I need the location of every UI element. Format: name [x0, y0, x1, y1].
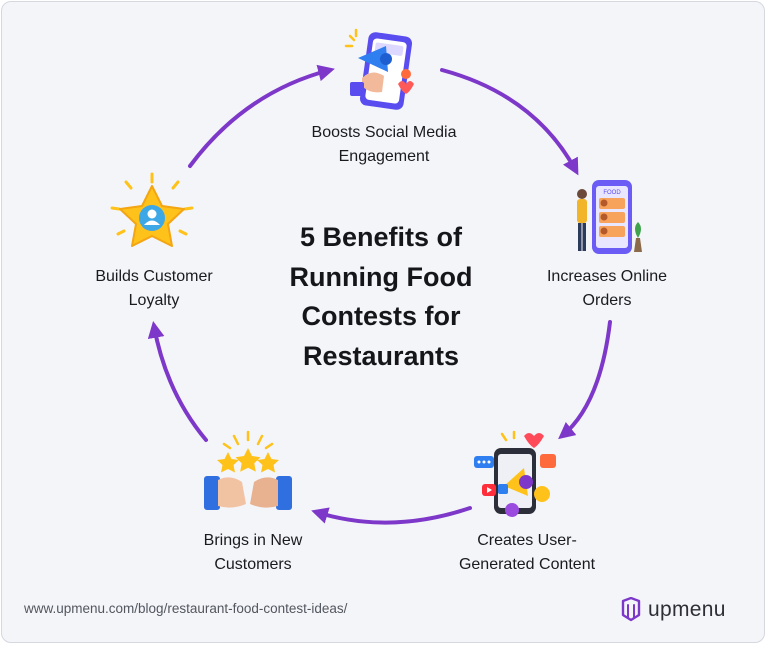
label-line: Engagement	[338, 148, 430, 165]
label-line: Creates User-	[477, 532, 577, 549]
arrow-content-to-customers	[311, 506, 472, 525]
title-line: 5 Benefits of	[299, 222, 463, 252]
benefit-label-customer-loyalty: Builds Customer Loyalty	[76, 265, 232, 313]
megaphone-content-icon	[474, 430, 556, 517]
arrow-customers-to-loyalty	[147, 321, 208, 442]
benefit-label-new-customers: Brings in New Customers	[168, 529, 338, 577]
label-line: Generated Content	[458, 556, 596, 573]
star-rating-hands-icon	[204, 430, 292, 510]
label-line: Builds Customer	[95, 268, 213, 285]
social-media-phone-icon	[344, 28, 414, 110]
upmenu-logo-icon	[621, 597, 641, 622]
brand-name: upmenu	[648, 598, 726, 621]
star-badge-user-icon	[110, 172, 194, 247]
title-line: Restaurants	[302, 340, 460, 371]
brand-logo: upmenu	[620, 596, 726, 624]
label-line: Orders	[582, 292, 632, 309]
arrow-orders-to-content	[558, 320, 612, 440]
benefit-label-user-generated-content: Creates User- Generated Content	[432, 529, 622, 577]
benefit-label-online-orders: Increases Online Orders	[527, 265, 687, 313]
label-line: Boosts Social Media	[311, 124, 457, 141]
arrow-social-to-orders	[440, 68, 579, 176]
label-line: Customers	[214, 556, 292, 573]
title-line: Running Food	[289, 261, 473, 292]
title-line: Contests for	[301, 301, 461, 331]
svg-text:FOOD: FOOD	[603, 190, 621, 196]
online-food-order-icon: FOOD	[577, 180, 642, 254]
source-url: www.upmenu.com/blog/restaurant-food-cont…	[24, 601, 348, 616]
page-title: 5 Benefits of Running Food Contests for …	[250, 218, 512, 376]
label-line: Loyalty	[128, 292, 180, 309]
label-line: Brings in New	[203, 532, 303, 549]
benefit-label-social-media: Boosts Social Media Engagement	[284, 121, 484, 169]
label-line: Increases Online	[546, 268, 668, 285]
arrow-loyalty-to-social	[188, 64, 335, 168]
